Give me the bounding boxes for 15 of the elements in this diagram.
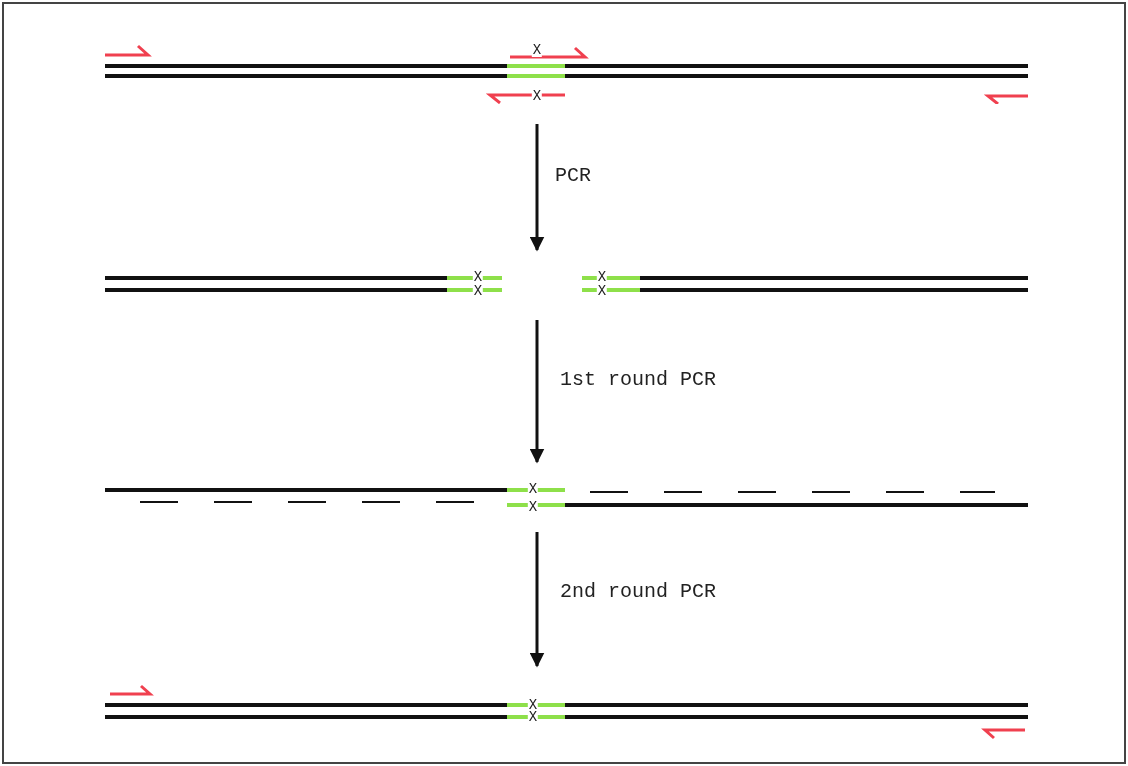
mutation-mark: X bbox=[596, 270, 608, 284]
mutation-mark: X bbox=[527, 482, 539, 496]
mutation-mark: X bbox=[596, 284, 608, 298]
arrow bbox=[529, 320, 545, 464]
mutation-mark: X bbox=[531, 43, 543, 57]
edge-label: 1st round PCR bbox=[560, 370, 717, 390]
mutation-mark: X bbox=[527, 500, 539, 514]
mutation-mark: X bbox=[472, 270, 484, 284]
edge-label: 2nd round PCR bbox=[560, 582, 717, 602]
mutation-mark: X bbox=[531, 89, 543, 103]
mutation-mark: X bbox=[527, 710, 539, 724]
edge-label: PCR bbox=[555, 166, 591, 186]
mutation-mark: X bbox=[472, 284, 484, 298]
arrow bbox=[529, 124, 545, 252]
arrow bbox=[529, 532, 545, 668]
